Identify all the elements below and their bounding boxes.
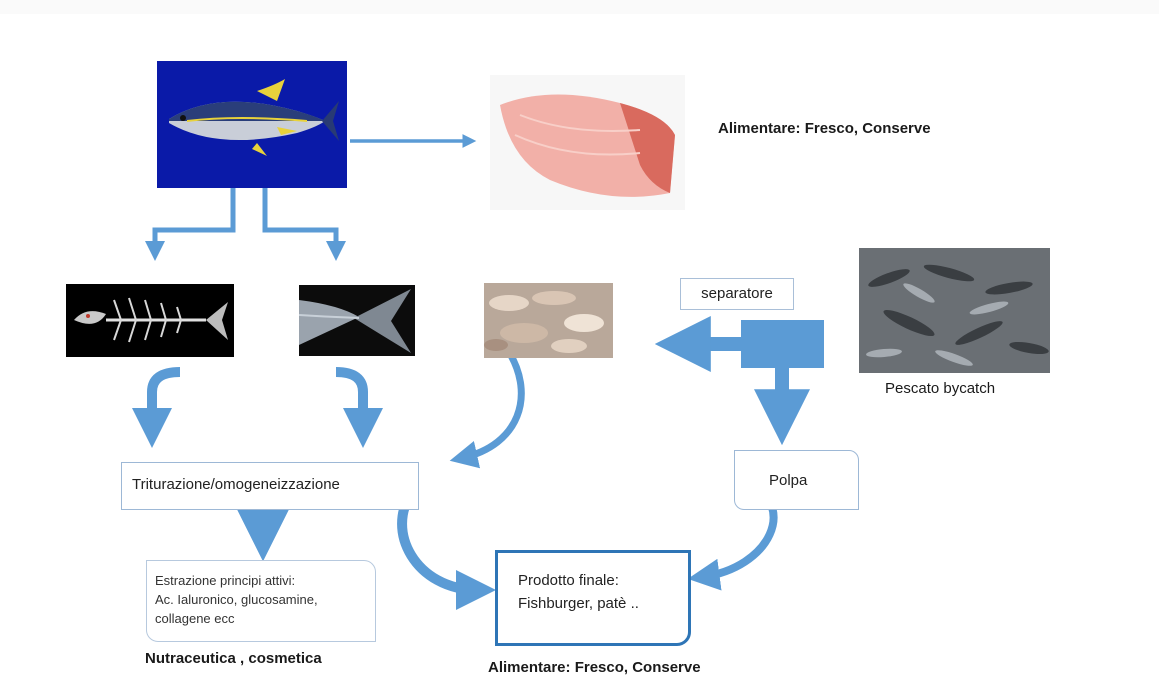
extraction-line-1: Estrazione principi attivi: (155, 573, 296, 588)
arrow-scraps-to-grinding (449, 350, 525, 469)
extraction-line-3: collagene ecc (155, 611, 235, 626)
arrow-skeleton-to-grinding (132, 367, 181, 448)
top-band (0, 0, 1159, 14)
separator-label: separatore (701, 285, 773, 302)
fish-tail-image (299, 285, 415, 356)
bycatch-image (859, 248, 1050, 373)
arrow-tuna-to-skeleton (145, 188, 236, 261)
fillet-image (490, 75, 685, 210)
grinding-box: Triturazione/omogeneizzazione (121, 462, 419, 510)
extraction-line-2: Ac. Ialuronico, glucosamine, (155, 592, 318, 607)
fish-scraps-image (484, 283, 613, 358)
tuna-image (157, 61, 347, 188)
final-product-line-2: Fishburger, patè .. (518, 595, 639, 612)
final-product-box: Prodotto finale: Fishburger, patè .. (495, 550, 691, 646)
pulp-box: Polpa (734, 450, 859, 510)
separator-box: separatore (680, 278, 794, 310)
grinding-label: Triturazione/omogeneizzazione (132, 476, 340, 493)
fillet-use-label: Alimentare: Fresco, Conserve (718, 120, 931, 137)
final-product-line-1: Prodotto finale: (518, 572, 619, 589)
extraction-box: Estrazione principi attivi: Ac. Ialuroni… (146, 560, 376, 642)
arrow-tuna-to-tail (262, 188, 346, 261)
separator-machine (741, 320, 824, 368)
nutraceutical-label: Nutraceutica , cosmetica (145, 650, 322, 667)
arrow-tail-to-grinding (335, 367, 383, 448)
pulp-label: Polpa (769, 472, 808, 489)
fish-skeleton-image (66, 284, 234, 357)
bycatch-label: Pescato bycatch (885, 380, 996, 397)
final-use-label: Alimentare: Fresco, Conserve (488, 659, 701, 676)
